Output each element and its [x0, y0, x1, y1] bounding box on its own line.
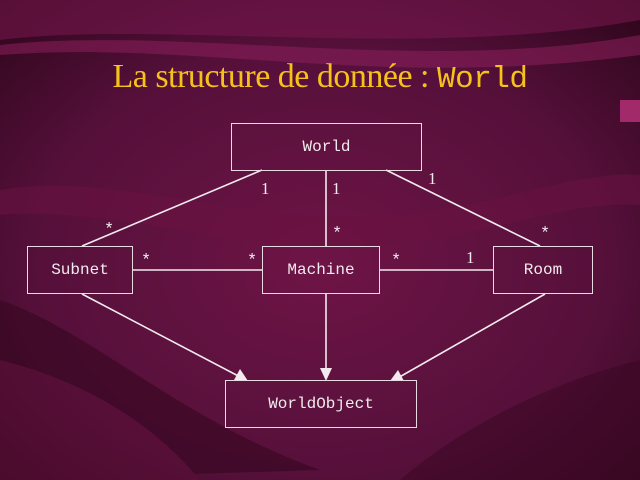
edge-world-subnet [81, 169, 263, 247]
edge-room-worldobject [395, 293, 546, 380]
edge-world-room [385, 169, 541, 247]
mult-subnet-machine-subnet-end: * [141, 252, 152, 271]
mult-world-room-room-end: * [540, 225, 551, 244]
mult-world-machine-world-end: 1 [332, 179, 341, 198]
mult-world-subnet-subnet-end: * [104, 221, 115, 240]
node-world: World [231, 123, 422, 171]
node-machine: Machine [262, 246, 380, 294]
mult-machine-room-machine-end: * [391, 252, 402, 271]
node-subnet: Subnet [27, 246, 133, 294]
mult-world-machine-machine-end: * [332, 225, 343, 244]
node-world-label: World [302, 138, 351, 156]
node-machine-label: Machine [287, 261, 355, 279]
connectors [81, 169, 546, 380]
mult-world-room-world-end: 1 [428, 169, 437, 188]
corner-accent [620, 100, 640, 122]
arrowhead-room [390, 370, 404, 381]
slide-title: La structure de donnée : World [0, 58, 640, 97]
edge-subnet-worldobject [81, 293, 245, 380]
node-worldobject-label: WorldObject [268, 395, 374, 413]
mult-subnet-machine-machine-end: * [247, 252, 258, 271]
slide-title-text: La structure de donnée : [112, 58, 437, 95]
node-worldobject: WorldObject [225, 380, 417, 428]
slide-title-code: World [437, 62, 528, 97]
node-subnet-label: Subnet [51, 261, 109, 279]
node-room-label: Room [523, 261, 563, 279]
mult-world-subnet-world-end: 1 [261, 179, 270, 198]
arrowhead-machine [320, 368, 332, 381]
arrowhead-subnet [234, 369, 248, 381]
arrowheads [234, 368, 404, 381]
node-room: Room [493, 246, 593, 294]
mult-machine-room-room-end: 1 [466, 248, 475, 267]
